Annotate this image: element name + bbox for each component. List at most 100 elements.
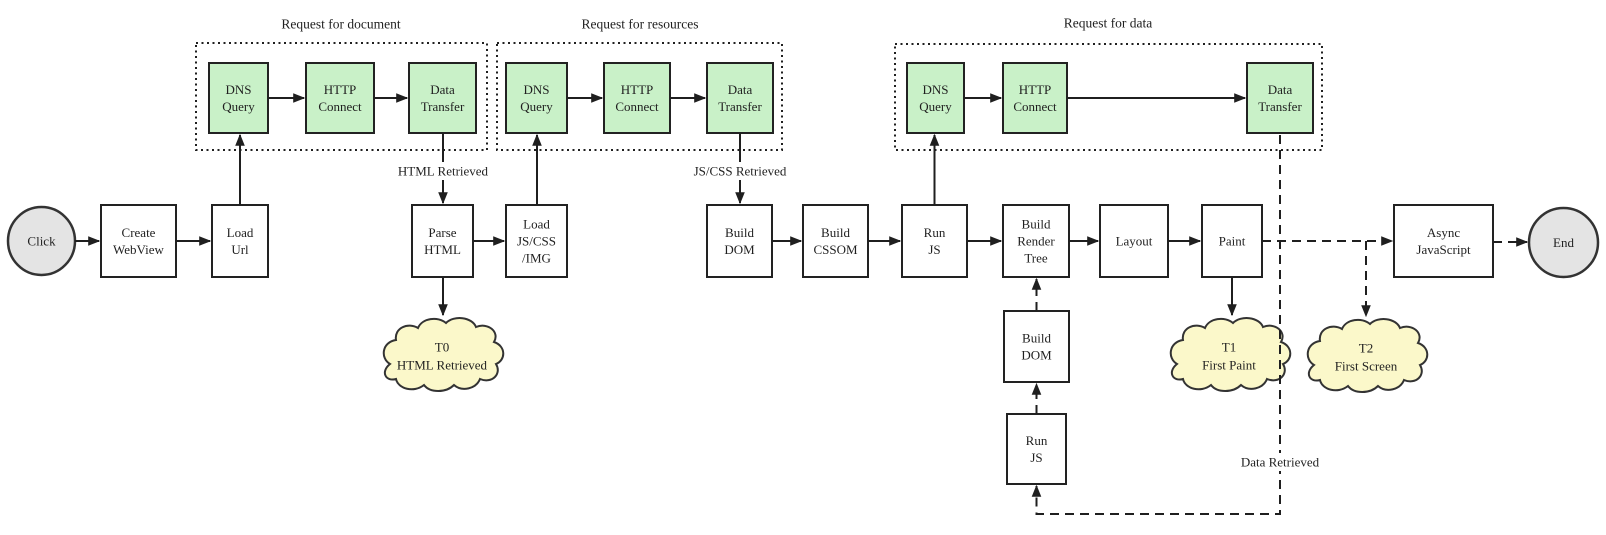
cloud-shape [382, 317, 505, 392]
node-data-transfer-2: Data Transfer [706, 62, 774, 134]
node-label-line2: JS [1030, 450, 1042, 465]
node-shape [411, 204, 474, 278]
node-load-url: Load Url [211, 204, 269, 278]
node-label: Paint [1219, 234, 1246, 249]
node-click: Click [6, 205, 77, 277]
node-shape [603, 62, 671, 134]
node-shape [1246, 62, 1314, 134]
node-parse-html: Parse HTML [411, 204, 474, 278]
cloud-t2-first-screen: T2 First Screen [1306, 318, 1429, 393]
node-label-line2: Render [1017, 234, 1055, 249]
node-label-line2: Url [231, 242, 249, 257]
group-request-for-data: Request for data [894, 16, 1323, 151]
node-label-line1: Data [430, 82, 455, 97]
node-label-line1: Parse [428, 225, 456, 240]
node-label-line2: CSSOM [813, 242, 858, 257]
node-shape [505, 204, 568, 278]
node-dns-query-2: DNS Query [505, 62, 568, 134]
node-label-line2: DOM [1021, 348, 1052, 363]
node-label: Layout [1116, 234, 1153, 249]
group-request-for-resources: Request for resources [496, 17, 783, 151]
node-label-line1: Load [523, 217, 550, 232]
node-label-line2: Connect [318, 99, 362, 114]
node-label-line2: HTML [424, 242, 461, 257]
node-label-line2: Connect [615, 99, 659, 114]
cloud-label-line1: T2 [1359, 341, 1373, 356]
edge-label-text: JS/CSS Retrieved [694, 164, 787, 179]
node-label-line1: DNS [523, 82, 549, 97]
node-shape [211, 204, 269, 278]
node-label-line3: /IMG [522, 251, 551, 266]
node-http-connect-1: HTTP Connect [305, 62, 375, 134]
node-build-dom: Build DOM [706, 204, 773, 278]
node-label-line2: Transfer [1258, 99, 1302, 114]
node-label-line1: Async [1427, 225, 1460, 240]
edge-label-jscss-retrieved: JS/CSS Retrieved [690, 162, 790, 180]
node-label: End [1553, 235, 1574, 250]
node-label-line1: HTTP [324, 82, 357, 97]
node-label-line1: HTTP [621, 82, 654, 97]
node-label-line1: Build [821, 225, 850, 240]
node-label-line1: Run [924, 225, 946, 240]
group-border [496, 42, 783, 151]
node-shape [706, 204, 773, 278]
node-label-line1: Data [728, 82, 753, 97]
node-shape [208, 62, 269, 134]
node-label-line2: JavaScript [1416, 242, 1471, 257]
node-shape [1002, 62, 1068, 134]
node-label-line2: Query [222, 99, 255, 114]
node-data-transfer-3: Data Transfer [1246, 62, 1314, 134]
node-label-line2: WebView [113, 242, 164, 257]
cloud-t0-html-retrieved: T0 HTML Retrieved [382, 317, 505, 392]
edges-dashed [1031, 135, 1529, 515]
cloud-shape [1306, 318, 1429, 393]
node-build-render-tree: Build Render Tree [1002, 204, 1070, 278]
node-label-line1: HTTP [1019, 82, 1052, 97]
edge-label-bg [396, 162, 490, 180]
cloud-label-line2: First Screen [1335, 359, 1398, 374]
node-label-line2: Transfer [421, 99, 465, 114]
group-request-for-document: Request for document [195, 17, 488, 151]
node-label-line1: Run [1026, 433, 1048, 448]
node-label-line1: Build [1022, 217, 1051, 232]
node-shape [100, 204, 177, 278]
edge-label-bg [1235, 453, 1326, 471]
group-title: Request for resources [582, 17, 699, 32]
node-label-line1: Build [1022, 331, 1051, 346]
node-layout: Layout [1099, 204, 1169, 278]
cloud-label-line1: T0 [435, 340, 449, 355]
edge-data3-runjs-async-dashed [1031, 135, 1281, 515]
node-shape [505, 62, 568, 134]
node-build-cssom: Build CSSOM [802, 204, 869, 278]
cloud-label-line2: First Paint [1202, 358, 1256, 373]
node-shape [1393, 204, 1494, 278]
edge-label-bg [690, 162, 790, 180]
node-label-line2: Query [919, 99, 952, 114]
node-label-line3: Tree [1024, 251, 1048, 266]
edge-label-text: HTML Retrieved [398, 164, 489, 179]
node-http-connect-3: HTTP Connect [1002, 62, 1068, 134]
node-run-js: Run JS [901, 204, 968, 278]
node-build-dom-async: Build DOM [1003, 310, 1070, 383]
terminal-shape [1527, 206, 1600, 279]
node-label-line2: JS/CSS [517, 234, 556, 249]
group-title: Request for data [1064, 16, 1152, 31]
node-http-connect-2: HTTP Connect [603, 62, 671, 134]
node-label-line1: Create [122, 225, 156, 240]
cloud-label-line2: HTML Retrieved [397, 358, 488, 373]
node-dns-query-3: DNS Query [906, 62, 965, 134]
node-label-line2: Connect [1013, 99, 1057, 114]
node-label-line2: Transfer [718, 99, 762, 114]
node-data-transfer-1: Data Transfer [408, 62, 477, 134]
node-shape [305, 62, 375, 134]
node-shape [901, 204, 968, 278]
node-run-js-async: Run JS [1006, 413, 1067, 485]
group-border [894, 43, 1323, 151]
node-label-line2: DOM [724, 242, 755, 257]
node-label-line1: Build [725, 225, 754, 240]
node-shape [706, 62, 774, 134]
node-end: End [1527, 206, 1600, 279]
node-paint: Paint [1201, 204, 1263, 278]
